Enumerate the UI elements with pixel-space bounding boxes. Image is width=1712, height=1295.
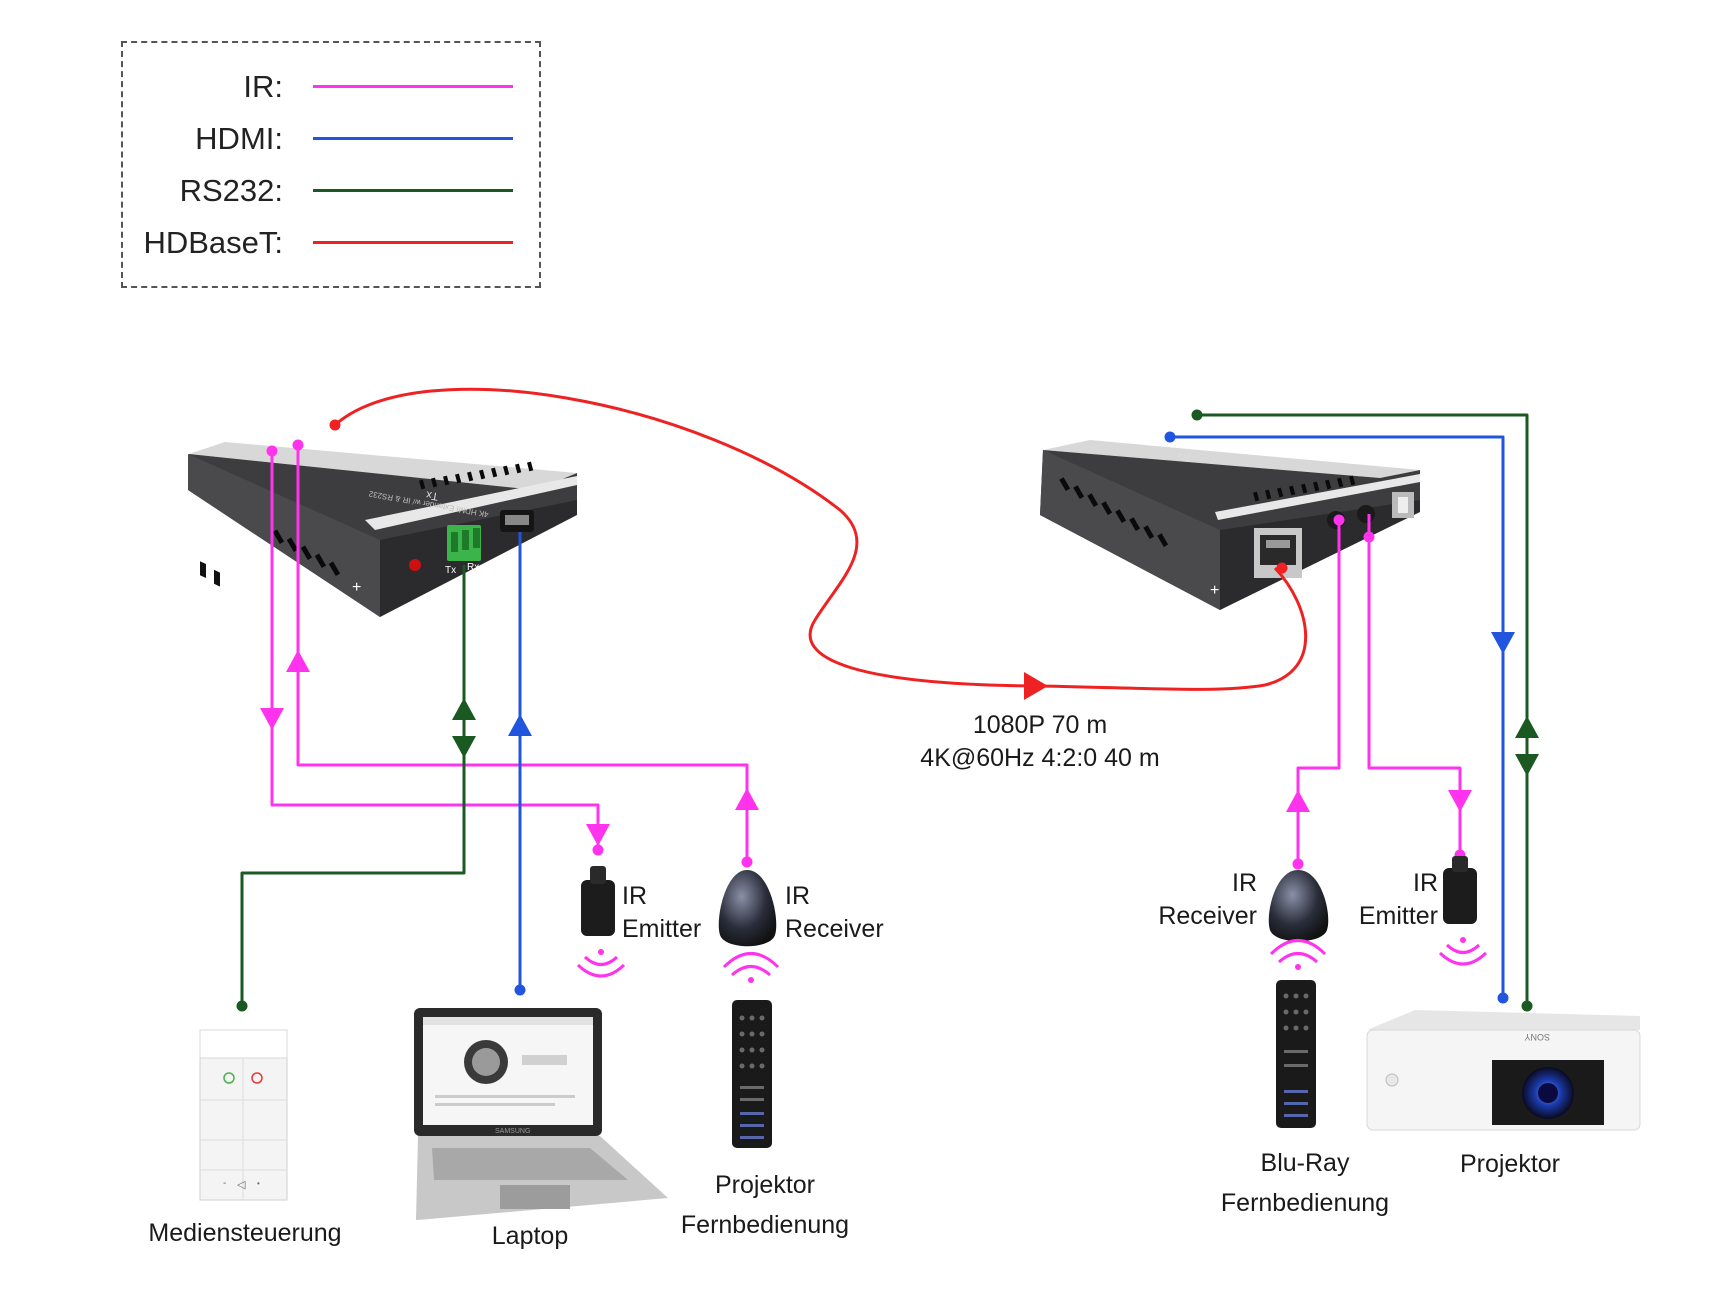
legend-label-ir: IR: [243,69,283,104]
projektor-remote-left [732,1000,772,1148]
ir-signal-icon-receiver-left [722,952,780,983]
ir-emitter-cable-right [1367,514,1462,855]
link-spec-line1: 1080P 70 m [972,711,1108,739]
ir-receiver-left-line1: IR [785,882,810,910]
ir-emitter-right-label: IR Emitter [1340,867,1438,933]
ir-receiver-right-line1: IR [1232,869,1257,897]
rx-extender: Rx + [1040,440,1420,610]
rs232-cable-right [1197,413,1529,1004]
legend-line-ir [313,85,513,88]
legend-row-hdmi: HDMI: [123,117,543,157]
power-led [409,559,421,571]
ir-emitter-left-label: IR Emitter [622,880,701,946]
ir-emitter-right-device [1443,856,1477,924]
ir-receiver-right-line2: Receiver [1158,902,1257,930]
projektor-remote-line1: Projektor [714,1171,816,1199]
plus-mark-rx: + [1210,582,1219,599]
ir-receiver-right-label: IR Receiver [1145,867,1257,933]
ir-in-jack [1357,505,1375,523]
svg-text:-: - [223,1178,226,1189]
projektor-remote-line2: Fernbedienung [680,1211,850,1239]
rs232-cable-left [240,565,466,1006]
legend-line-hdmi [313,137,513,140]
legend-row-rs232: RS232: [123,169,543,209]
tx-extender: Tx Rx Tx 4K HDMI Extender w/ IR & RS232 … [188,442,577,617]
legend-row-hdbaset: HDBaseT: [123,221,543,261]
green-power-icon [223,1072,235,1084]
projector-device: SONY [1366,1010,1641,1131]
ir-receiver-cable-left [296,445,749,862]
ir-receiver-cable-right [1296,520,1341,864]
bluray-remote [1276,980,1316,1128]
hdmi-cable-projector [1170,435,1505,996]
ir-receiver-right-device [1268,870,1329,942]
ir-emitter-left-line2: Emitter [622,915,702,943]
projector-brand: SONY [1524,1032,1550,1042]
ir-emitter-left-line1: IR [622,882,647,910]
legend-row-ir: IR: [123,65,543,105]
bluray-remote-line1: Blu-Ray [1260,1149,1350,1177]
ir-emitter-right-line1: IR [1413,869,1438,897]
link-spec-line2: 4K@60Hz 4:2:0 40 m [920,744,1160,772]
ir-receiver-left-line2: Receiver [785,915,884,943]
link-spec: 1080P 70 m 4K@60Hz 4:2:0 40 m [880,709,1200,775]
hdbaset-cable [334,387,1308,691]
projektor-remote-label: Projektor Fernbedienung [660,1165,870,1245]
ir-emitter-right-line2: Emitter [1358,902,1438,930]
laptop-label: Laptop [491,1222,569,1250]
legend-line-rs232 [313,189,513,192]
ir-emitter-left-device [581,866,615,936]
legend-label-rs232: RS232: [179,173,283,208]
laptop-device: SAMSUNG [414,1008,668,1220]
ir-receiver-left-label: IR Receiver [785,880,884,946]
legend-label-hdmi: HDMI: [195,121,283,156]
tx-device-label: Tx [425,488,440,502]
ir-signal-icon-emitter-left [576,949,626,978]
rx-port-label: Rx [467,562,479,573]
rx-vent-slots [1059,475,1356,548]
connector-dots [236,409,1533,1012]
mediensteuerung-label: Mediensteuerung [148,1219,342,1247]
legend-line-hdbaset [313,241,513,244]
svg-text:•: • [257,1179,260,1188]
bluray-remote-line2: Fernbedienung [1220,1189,1390,1217]
ir-receiver-left-device [718,870,777,947]
rx-device-label: Rx [1177,450,1191,463]
mediensteuerung-device: ◁ • - [199,1029,288,1201]
red-power-icon [251,1072,263,1084]
bluray-remote-label: Blu-Ray Fernbedienung [1200,1143,1410,1223]
direction-arrows [260,632,1539,846]
ir-signal-icon-emitter-right [1438,937,1488,966]
laptop-brand: SAMSUNG [495,1128,530,1135]
svg-text:◁: ◁ [237,1179,246,1191]
legend: IR: HDMI: RS232: HDBaseT: [121,41,541,288]
legend-label-hdbaset: HDBaseT: [143,225,283,260]
projektor-label: Projektor [1459,1150,1561,1178]
ir-signal-icon-receiver-right [1269,939,1327,970]
plus-mark: + [352,579,361,596]
tx-port-label: Tx [445,565,456,576]
vent-slots [272,461,534,577]
